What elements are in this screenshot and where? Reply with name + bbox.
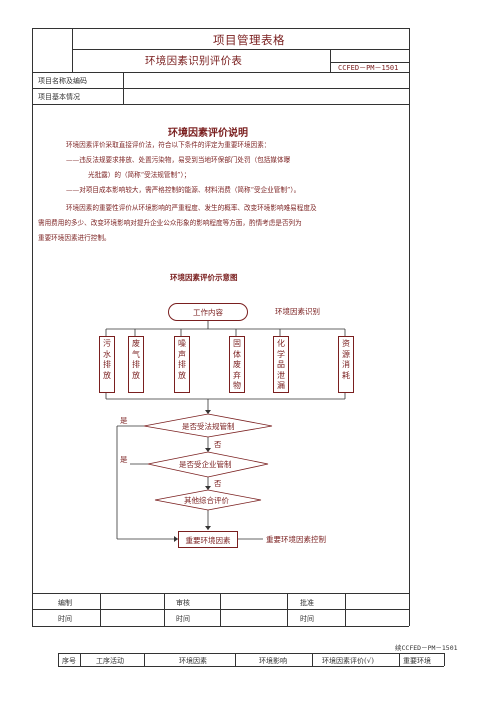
category-label-6: 资源消耗 (342, 339, 350, 380)
important-factor-node: 重要环境因素 (178, 531, 238, 548)
diagram-title: 环境因素评价示意图 (170, 273, 238, 282)
work-content-node: 工作内容 (168, 303, 248, 321)
approved-time-label: 时间 (300, 615, 314, 623)
prepared-by-label: 编制 (58, 599, 72, 607)
col-header-activity: 工序活动 (96, 657, 124, 665)
col-header-index: 序号 (62, 657, 76, 665)
category-label-3: 噪声排放 (178, 339, 186, 380)
paragraph-line-5: 环境因素的重要性评价从环境影响的严重程度、发生的概率、改变环境影响难易程度及 (66, 204, 317, 212)
paragraph-line-4: ——对项目成本影响较大，需严格控制的能源、材料消费（简称“受企业管制”）。 (66, 186, 301, 194)
decision-other: 其他综合评价 (184, 496, 229, 505)
paragraph-line-6: 需用费用的多少、改变环境影响对提升企业公众形象的影响程度等方面，酌情考虑是否列为 (38, 219, 302, 227)
category-label-4: 固体废弃物 (233, 339, 241, 390)
reviewed-by-label: 审核 (176, 599, 190, 607)
reviewed-time-label: 时间 (176, 615, 190, 623)
form-code: CCFED－PM－1501 (338, 64, 399, 72)
identify-label: 环境因素识别 (275, 307, 320, 316)
category-label-1: 污水排放 (103, 339, 111, 380)
form-subtitle: 环境因素识别评价表 (145, 55, 243, 67)
category-box-2: 废气排放 (128, 336, 144, 393)
paragraph-line-2: ——违反法规要求排放、处置污染物，易受到当地环保部门处罚（包括媒体曝 (66, 156, 291, 164)
col-header-important: 重要环境 (403, 657, 431, 665)
project-info-label: 项目基本情况 (38, 93, 80, 101)
category-box-3: 噪声排放 (174, 336, 190, 393)
control-label: 重要环境因素控制 (266, 535, 326, 544)
prepared-time-label: 时间 (58, 615, 72, 623)
category-label-2: 废气排放 (132, 339, 140, 380)
paragraph-line-3: 光批露）的（简称“受法规管制”）； (88, 171, 191, 179)
approved-by-label: 批准 (300, 599, 314, 607)
main-heading: 环境因素评价说明 (168, 128, 248, 139)
category-box-1: 污水排放 (99, 336, 115, 393)
yes-label-2: 是 (120, 455, 128, 464)
yes-label-1: 是 (120, 416, 128, 425)
important-factor-label: 重要环境因素 (185, 536, 231, 545)
decision-enterprise: 是否受企业管制 (179, 460, 232, 469)
col-header-factor: 环境因素 (179, 657, 207, 665)
paragraph-line-7: 重要环境因素进行控制。 (38, 234, 111, 242)
continuation-label: 续CCFED－PM－1501 (395, 644, 458, 652)
category-box-5: 化学品泄漏 (273, 336, 289, 393)
col-header-impact: 环境影响 (259, 657, 287, 665)
col-header-evaluation: 环境因素评价(√) (322, 657, 374, 665)
category-box-6: 资源消耗 (338, 336, 354, 393)
form-title: 项目管理表格 (213, 33, 285, 47)
category-box-4: 固体废弃物 (229, 336, 245, 393)
project-name-label: 项目名称及编码 (38, 77, 87, 85)
paragraph-line-1: 环境因素评价采取直接评价法，符合以下条件的评定为重要环境因素： (66, 141, 271, 149)
decision-legal: 是否受法规管制 (182, 422, 235, 431)
work-content-label: 工作内容 (193, 308, 223, 317)
category-label-5: 化学品泄漏 (277, 339, 285, 390)
no-label-2: 否 (214, 479, 222, 488)
no-label-1: 否 (214, 440, 222, 449)
